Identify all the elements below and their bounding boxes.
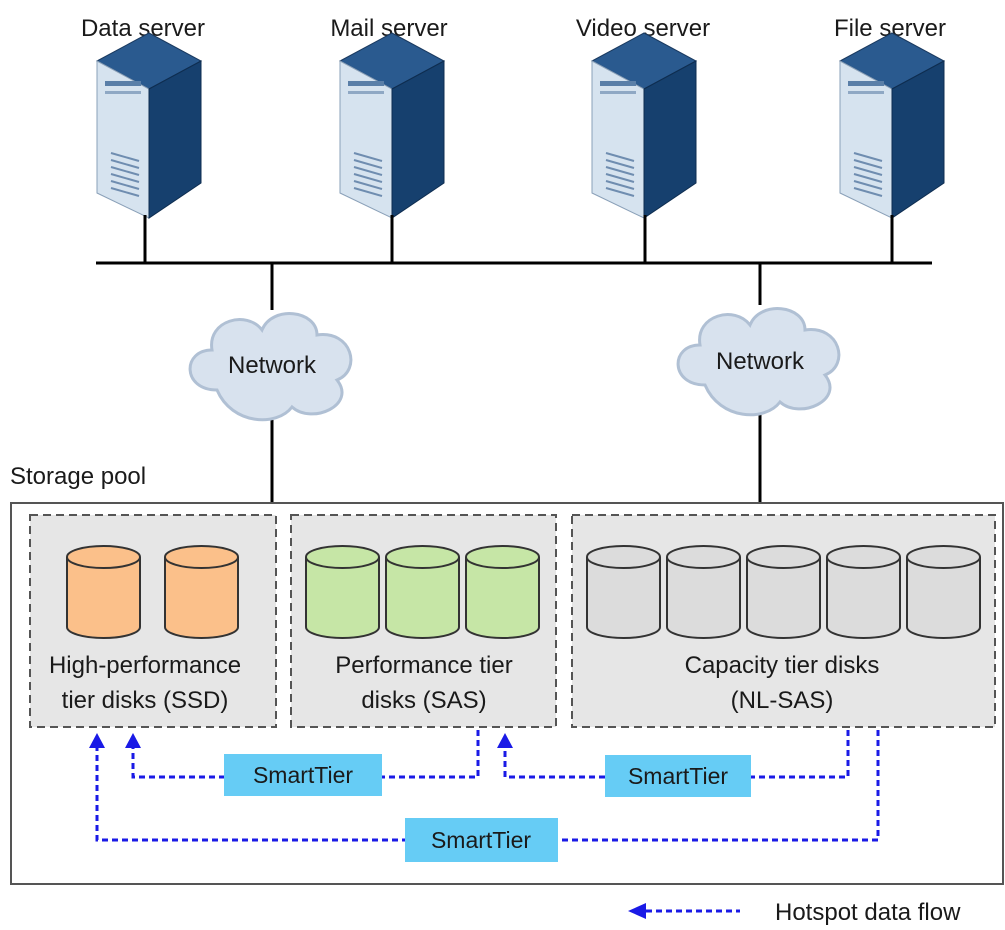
data-server-icon [96,32,202,219]
tier-label-sas-line1: Performance tier [335,652,512,679]
server-bus [96,215,932,503]
mail-server-icon [339,32,445,219]
smarttier-tag-1: SmartTier [224,754,382,796]
disk-cylinder-icon [385,545,460,639]
smarttier-tag-2: SmartTier [605,755,751,797]
disk-cylinder-icon [906,545,981,639]
smarttier-tag-label: SmartTier [253,762,353,788]
network-cloud-right: Network [676,307,841,417]
network-label-right: Network [716,348,805,375]
network-cloud-left: Network [188,312,353,422]
file-server-icon [839,32,945,219]
legend-label: Hotspot data flow [775,899,961,926]
disk-cylinder-icon [305,545,380,639]
smarttier-tag-bg [605,755,751,797]
smarttier-tag-label: SmartTier [431,827,531,853]
disk-cylinder-icon [826,545,901,639]
flow-nlsas-to-sas [503,730,850,779]
disk-cylinder-icon [66,545,141,639]
smarttier-tag-bg [224,754,382,796]
disk-cylinder-icon [666,545,741,639]
smarttier-tag-bg [405,818,558,862]
arrowhead-icon [125,733,141,748]
disk-cylinder-icon [746,545,821,639]
video-server-icon [591,32,697,219]
tier-label-ssd-line2: tier disks (SSD) [62,687,229,714]
legend-arrowhead-icon [628,903,646,919]
storage-pool-label: Storage pool [10,463,146,490]
tier-label-nl-sas-line2: (NL-SAS) [731,687,834,714]
smarttier-tag-label: SmartTier [628,763,728,789]
disk-cylinder-icon [465,545,540,639]
tier-label-ssd-line1: High-performance [49,652,241,679]
arrowhead-icon [497,733,513,748]
smarttier-tag-3: SmartTier [405,818,558,862]
tier-label-nl-sas-line1: Capacity tier disks [685,652,880,679]
arrowhead-icon [89,733,105,748]
disk-cylinder-icon [586,545,661,639]
disk-cylinder-icon [164,545,239,639]
legend: Hotspot data flow [628,899,961,926]
flow-sas-to-ssd [131,730,480,779]
network-label-left: Network [228,352,317,379]
tier-label-sas-line2: disks (SAS) [361,687,486,714]
